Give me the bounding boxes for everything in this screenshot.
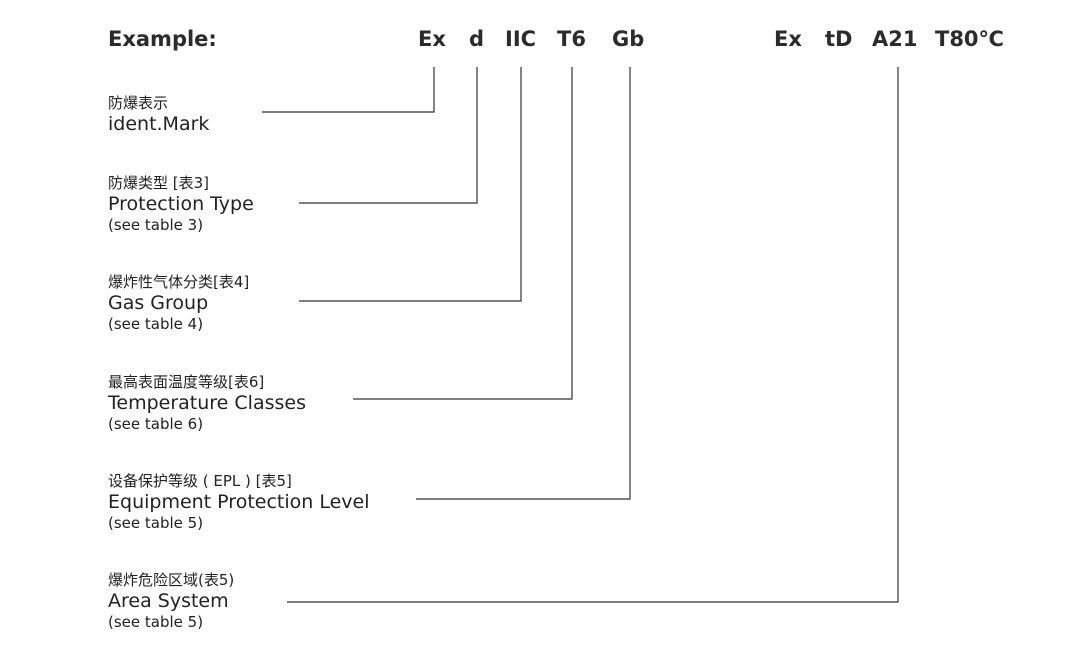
label-epl-ref: (see table 5) (108, 514, 204, 532)
code-gas-group: IIC (505, 27, 537, 51)
code-protection-type: d (469, 27, 485, 51)
label-gas-group-cn: 爆炸性气体分类[表4] (108, 273, 250, 291)
label-protection-type: 防爆类型 [表3] Protection Type (see table 3) (108, 173, 254, 235)
label-gas-group: 爆炸性气体分类[表4] Gas Group (see table 4) (108, 272, 249, 334)
code-ex: Ex (418, 27, 446, 51)
label-gas-group-ref: (see table 4) (108, 315, 204, 333)
label-area-system-ref: (see table 5) (108, 613, 204, 631)
label-protection-type-en: Protection Type (108, 193, 254, 215)
label-ident-mark-cn: 防爆表示 (108, 94, 169, 112)
connector-protection-type (299, 67, 478, 204)
label-protection-type-ref: (see table 3) (108, 216, 204, 234)
connector-equipment-protection-level (416, 67, 631, 500)
connector-area-system (287, 67, 899, 603)
label-area-system-en: Area System (108, 590, 229, 612)
label-ident-mark-en: ident.Mark (108, 113, 210, 135)
label-temperature-classes-ref: (see table 6) (108, 415, 204, 433)
connector-temperature-classes (353, 67, 573, 400)
label-equipment-protection-level: 设备保护等级 ( EPL ) [表5] Equipment Protection… (108, 471, 370, 533)
label-temperature-classes-en: Temperature Classes (108, 392, 306, 414)
code-epl: Gb (612, 27, 645, 51)
label-area-system: 爆炸危险区域(表5) Area System (see table 5) (108, 570, 234, 632)
example-heading: Example: (108, 27, 217, 51)
label-temperature-classes-cn: 最高表面温度等级[表6] (108, 373, 265, 391)
code-dust-protection: tD (825, 27, 853, 51)
label-area-system-cn: 爆炸危险区域(表5) (108, 571, 235, 589)
connector-ident-mark (262, 67, 435, 113)
label-temperature-classes: 最高表面温度等级[表6] Temperature Classes (see ta… (108, 372, 306, 434)
code-max-surface-temp: T80℃ (935, 27, 1004, 51)
code-ex-dust: Ex (774, 27, 802, 51)
label-gas-group-en: Gas Group (108, 292, 209, 314)
code-temperature-class: T6 (557, 27, 586, 51)
code-area-zone: A21 (872, 27, 918, 51)
label-protection-type-cn: 防爆类型 [表3] (108, 174, 210, 192)
label-epl-cn: 设备保护等级 ( EPL ) [表5] (108, 472, 292, 490)
label-epl-en: Equipment Protection Level (108, 491, 370, 513)
connector-gas-group (299, 67, 522, 302)
label-ident-mark: 防爆表示 ident.Mark (108, 93, 209, 135)
